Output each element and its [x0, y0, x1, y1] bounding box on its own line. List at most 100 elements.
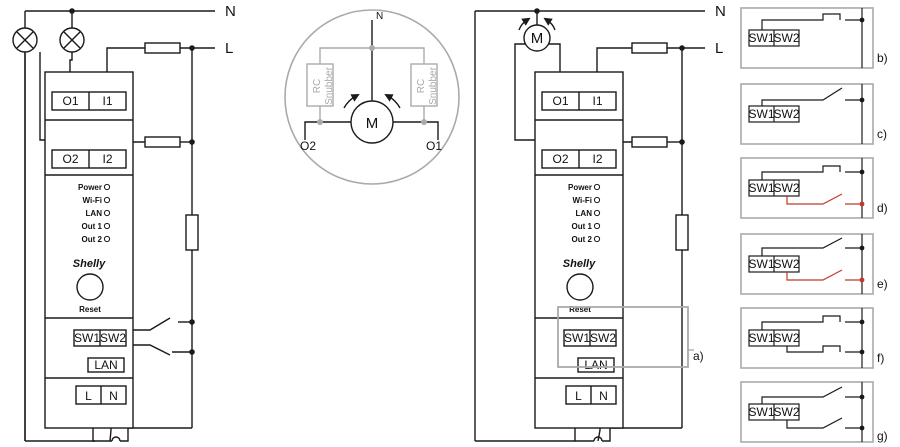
led-icon: [103, 196, 111, 204]
device-module: O1 I1 O2 I2 Power Wi-Fi LAN Out 1 Out 2 …: [534, 71, 624, 429]
power-terminal-label: N: [599, 389, 608, 403]
junction-dot: [189, 349, 195, 355]
terminal-label: I1: [592, 94, 602, 108]
lamp-icon: [59, 27, 85, 53]
switch-input-label: SW1: [748, 31, 774, 45]
variant-label: c): [877, 127, 887, 141]
junction-dot: [679, 45, 685, 51]
fuse: [144, 42, 181, 54]
snubber-label: RC: [416, 79, 427, 93]
motor-label: M: [531, 30, 544, 47]
variant-label: g): [877, 429, 888, 443]
indicator-label: LAN: [86, 209, 103, 218]
motor-wiring-schematic: [474, 10, 705, 442]
lan-port-label: LAN: [584, 358, 607, 372]
variant-label: f): [877, 351, 884, 365]
reset-label: Reset: [569, 305, 591, 314]
variant-label: b): [877, 51, 888, 65]
terminal-label: I2: [592, 152, 602, 166]
neutral-label: N: [376, 11, 383, 22]
indicator-label: Out 2: [572, 235, 593, 244]
variant-label: d): [877, 201, 888, 215]
variant-g: SW1 SW2 g): [740, 381, 888, 443]
indicator-label: Wi-Fi: [83, 196, 102, 205]
variant-c: SW1 SW2 c): [740, 83, 887, 145]
led-icon: [103, 209, 111, 217]
fuse: [675, 214, 689, 251]
switch-input-label: SW2: [773, 107, 799, 121]
indicator-label: Power: [568, 183, 592, 192]
snubber-label: Snubber: [428, 66, 439, 104]
fuse: [631, 136, 668, 148]
switch-input-label: SW1: [748, 107, 774, 121]
motor-label: M: [366, 115, 379, 132]
led-icon: [593, 235, 601, 243]
callout-box: [557, 306, 689, 368]
neutral-label: N: [225, 3, 236, 20]
junction-dot: [189, 319, 195, 325]
fuse: [144, 136, 181, 148]
led-icon: [103, 235, 111, 243]
switch-input-label: SW2: [773, 31, 799, 45]
power-terminal-label: N: [109, 389, 118, 403]
reset-label: Reset: [79, 305, 101, 314]
junction-dot: [679, 139, 685, 145]
led-icon: [103, 222, 111, 230]
terminal-label: I2: [102, 152, 112, 166]
switch-input-label: SW1: [748, 181, 774, 195]
device-module: O1 I1 O2 I2 Power Wi-Fi LAN Out 1 Out 2 …: [44, 71, 134, 429]
variant-e: SW1 SW2 e): [740, 233, 888, 295]
junction-dot: [69, 8, 75, 14]
led-icon: [593, 222, 601, 230]
callout-label: a): [693, 349, 704, 363]
output-label: O1: [426, 139, 442, 153]
variant-b: SW1 SW2 b): [740, 7, 888, 69]
indicator-label: Power: [78, 183, 102, 192]
variant-panels: SW1 SW2 b) SW1 SW2 c): [740, 7, 888, 443]
neutral-label: N: [715, 3, 726, 20]
switch-input-label: SW2: [773, 181, 799, 195]
terminal-label: O1: [552, 94, 568, 108]
led-icon: [593, 196, 601, 204]
junction-dot: [189, 45, 195, 51]
fuse: [185, 214, 199, 251]
switch-input-label: SW2: [100, 331, 126, 345]
indicator-label: Out 1: [82, 222, 103, 231]
rc-snubber: [306, 63, 334, 107]
terminal-label: O2: [552, 152, 568, 166]
switch-input-label: SW2: [773, 405, 799, 419]
terminal-label: O2: [62, 152, 78, 166]
motor-icon: [523, 24, 551, 52]
junction-dot: [189, 139, 195, 145]
power-terminal-label: L: [85, 389, 92, 403]
fuse: [631, 42, 668, 54]
switch-input-label: SW1: [74, 331, 100, 345]
output-label: O2: [300, 139, 316, 153]
live-label: L: [225, 40, 233, 57]
indicator-label: LAN: [576, 209, 593, 218]
reset-button: [566, 273, 594, 301]
lamp-icon: [12, 27, 38, 53]
switch-input-label: SW2: [773, 257, 799, 271]
rc-snubber: [410, 63, 438, 107]
snubber-label: Snubber: [324, 66, 335, 104]
reset-button: [76, 273, 104, 301]
lamp-wiring-schematic: [12, 10, 215, 442]
power-terminal-label: L: [575, 389, 582, 403]
snubber-label: RC: [312, 79, 323, 93]
led-icon: [593, 209, 601, 217]
variant-d: SW1 SW2 d): [740, 157, 888, 219]
junction-dot: [534, 8, 540, 14]
led-icon: [593, 183, 601, 191]
brand-logo: Shelly: [563, 258, 596, 270]
switch-input-label: SW2: [590, 331, 616, 345]
indicator-label: Out 2: [82, 235, 103, 244]
terminal-label: I1: [102, 94, 112, 108]
switch-input-label: SW2: [773, 331, 799, 345]
live-label: L: [715, 40, 723, 57]
switch-input-label: SW1: [748, 331, 774, 345]
led-icon: [103, 183, 111, 191]
switch-input-label: SW1: [564, 331, 590, 345]
terminal-label: O1: [62, 94, 78, 108]
variant-label: e): [877, 277, 888, 291]
